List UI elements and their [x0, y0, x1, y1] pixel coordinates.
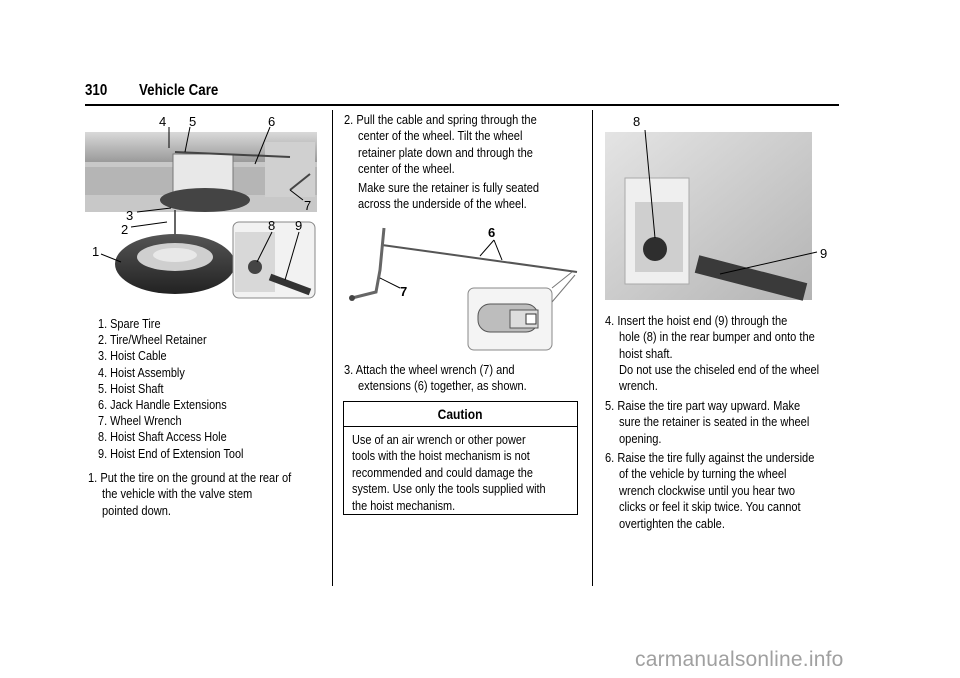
parts-legend: 1. Spare Tire 2. Tire/Wheel Retainer 3. …: [98, 316, 271, 462]
legend-item: 9. Hoist End of Extension Tool: [98, 445, 244, 461]
callout-9: 9: [295, 218, 302, 233]
step-6: 6. Raise the tire fully against the unde…: [605, 450, 815, 531]
callout-5: 5: [189, 114, 196, 129]
spare-tire-hoist-illustration: 4 5 6 7 3 2 1 8 9: [85, 114, 317, 299]
callout-3: 3: [126, 208, 133, 223]
watermark: carmanualsonline.info: [635, 648, 844, 671]
legend-item: 5. Hoist Shaft: [98, 380, 164, 396]
callout-8-hoist: 8: [633, 114, 640, 129]
step-3: 3. Attach the wheel wrench (7) and exten…: [344, 362, 527, 394]
legend-item: 2. Tire/Wheel Retainer: [98, 332, 207, 348]
caution-title: Caution: [344, 402, 577, 427]
legend-item: 6. Jack Handle Extensions: [98, 396, 227, 412]
callout-7-wrench: 7: [400, 284, 407, 299]
callout-1: 1: [92, 244, 99, 259]
callout-8: 8: [268, 218, 275, 233]
step-1: 1. Put the tire on the ground at the rea…: [88, 470, 292, 518]
step-4: 4. Insert the hoist end (9) through the …: [605, 313, 815, 361]
step-5: 5. Raise the tire part way upward. Make …: [605, 398, 810, 446]
legend-item: 1. Spare Tire: [98, 316, 161, 331]
callout-2: 2: [121, 222, 128, 237]
legend-item: 3. Hoist Cable: [98, 348, 167, 364]
callout-9-hoist: 9: [820, 246, 827, 261]
legend-item: 4. Hoist Assembly: [98, 364, 185, 380]
wrench-extension-illustration: 6 7: [349, 225, 578, 351]
callout-4: 4: [159, 114, 166, 129]
step-4-note: Do not use the chiseled end of the wheel…: [619, 362, 820, 394]
column-divider-1: [332, 110, 333, 586]
callout-7: 7: [304, 198, 311, 213]
step-2-note: Make sure the retainer is fully seated a…: [358, 180, 540, 212]
callout-6: 6: [268, 114, 275, 129]
section-title: Vehicle Care: [139, 82, 219, 99]
column-divider-2: [592, 110, 593, 586]
caution-box: Caution Use of an air wrench or other po…: [343, 401, 578, 515]
legend-item: 7. Wheel Wrench: [98, 413, 182, 429]
step-2: 2. Pull the cable and spring through the…: [344, 112, 537, 177]
hoist-access-illustration: 8 9: [605, 114, 827, 301]
page-number: 310: [85, 82, 108, 99]
callout-6-wrench: 6: [488, 225, 495, 240]
page-header: 310 Vehicle Care: [85, 82, 839, 106]
caution-body: Use of an air wrench or other power tool…: [352, 432, 546, 513]
legend-item: 8. Hoist Shaft Access Hole: [98, 429, 227, 445]
